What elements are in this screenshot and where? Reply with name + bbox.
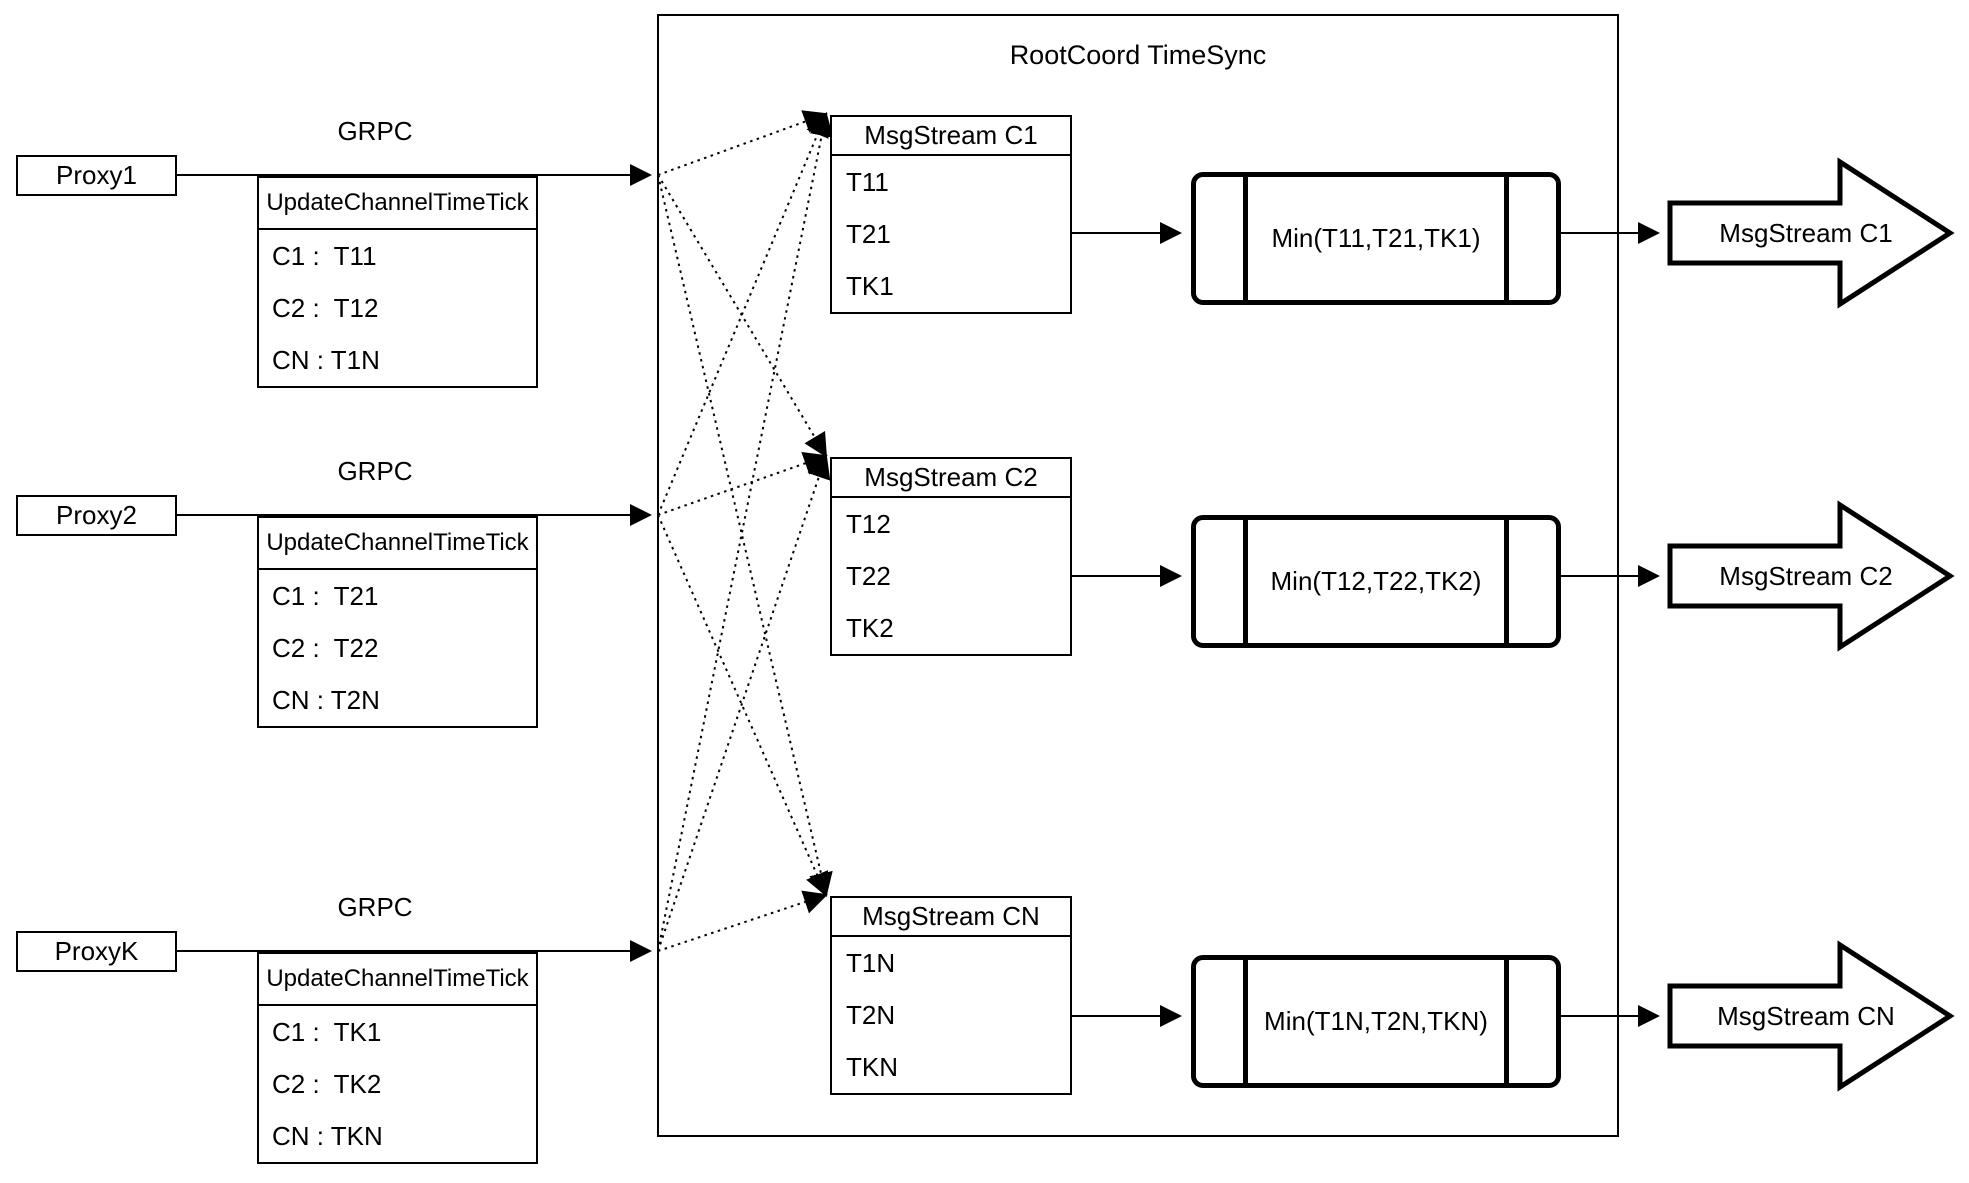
msgstream-c1-table: MsgStream C1 T11 T21 TK1 xyxy=(830,115,1072,314)
table-row: C2 : T12 xyxy=(272,292,379,323)
min-process-box-row2: Min(T12,T22,TK2) xyxy=(1191,515,1561,648)
output-arrow-shape-row3 xyxy=(1667,940,1955,1092)
msgstream-cn-table: MsgStream CN T1N T2N TKN xyxy=(830,896,1072,1095)
table-header: MsgStream CN xyxy=(832,898,1070,937)
grpc-arrows xyxy=(177,164,652,962)
table-header: MsgStream C2 xyxy=(832,459,1070,498)
update-channel-table-proxyk: UpdateChannelTimeTick C1 : TK1 C2 : TK2 … xyxy=(257,952,538,1164)
grpc-label-row2: GRPC xyxy=(337,456,413,486)
table-row: TKN xyxy=(846,1051,898,1082)
table-row: T11 xyxy=(846,166,889,197)
table-header: UpdateChannelTimeTick xyxy=(259,518,536,570)
update-channel-table-proxy2: UpdateChannelTimeTick C1 : T21 C2 : T22 … xyxy=(257,516,538,728)
table-row: T12 xyxy=(846,508,891,539)
table-row: CN : TKN xyxy=(272,1120,383,1151)
fanout-dotted-arrows xyxy=(657,110,834,952)
min-label-row3: Min(T1N,T2N,TKN) xyxy=(1264,1006,1488,1036)
grpc-label-row3: GRPC xyxy=(337,892,413,922)
output-stream-label-row2: MsgStream C2 xyxy=(1719,561,1893,591)
table-row: TK2 xyxy=(846,612,894,643)
table-row: T1N xyxy=(846,947,896,978)
msgstream-c2-table: MsgStream C2 T12 T22 TK2 xyxy=(830,457,1072,656)
min-to-output-arrows xyxy=(1551,222,1660,1027)
grpc-label-row1: GRPC xyxy=(337,116,413,146)
table-row: C1 : TK1 xyxy=(272,1016,382,1047)
output-arrow-shape-row2 xyxy=(1667,500,1955,652)
table-row: CN : T1N xyxy=(272,344,380,375)
table-row: T2N xyxy=(846,999,896,1030)
min-box-divider xyxy=(1243,520,1248,643)
proxy2-label: Proxy2 xyxy=(56,500,137,530)
min-box-divider xyxy=(1504,520,1509,643)
proxy1-box: Proxy1 xyxy=(16,155,177,196)
min-label-row2: Min(T12,T22,TK2) xyxy=(1270,566,1482,596)
table-row: TK1 xyxy=(846,270,894,301)
output-stream-label-row3: MsgStream CN xyxy=(1717,1001,1895,1031)
min-box-divider xyxy=(1504,960,1509,1083)
table-row: T21 xyxy=(846,218,891,249)
output-stream-label-row1: MsgStream C1 xyxy=(1719,218,1893,248)
table-header: UpdateChannelTimeTick xyxy=(259,178,536,230)
min-process-box-row1: Min(T11,T21,TK1) xyxy=(1191,172,1561,305)
min-label-row1: Min(T11,T21,TK1) xyxy=(1271,223,1481,253)
table-to-min-arrows xyxy=(1072,222,1182,1027)
output-arrow-shape-row1 xyxy=(1667,157,1955,309)
table-header: UpdateChannelTimeTick xyxy=(259,954,536,1006)
proxyk-label: ProxyK xyxy=(54,936,139,966)
min-box-divider xyxy=(1504,177,1509,300)
table-row: C2 : TK2 xyxy=(272,1068,382,1099)
rootcoord-title: RootCoord TimeSync xyxy=(1009,40,1267,70)
proxyk-box: ProxyK xyxy=(16,931,177,972)
table-row: T22 xyxy=(846,560,891,591)
table-header: MsgStream C1 xyxy=(832,117,1070,156)
min-box-divider xyxy=(1243,960,1248,1083)
min-box-divider xyxy=(1243,177,1248,300)
rootcoord-timesync-box xyxy=(657,14,1619,1137)
table-row: CN : T2N xyxy=(272,684,380,715)
table-row: C1 : T11 xyxy=(272,240,377,271)
proxy1-label: Proxy1 xyxy=(56,160,137,190)
output-stream-arrow-shapes xyxy=(1667,157,1955,1092)
min-process-box-row3: Min(T1N,T2N,TKN) xyxy=(1191,955,1561,1088)
update-channel-table-proxy1: UpdateChannelTimeTick C1 : T11 C2 : T12 … xyxy=(257,176,538,388)
table-row: C1 : T21 xyxy=(272,580,379,611)
proxy2-box: Proxy2 xyxy=(16,495,177,536)
table-row: C2 : T22 xyxy=(272,632,379,663)
